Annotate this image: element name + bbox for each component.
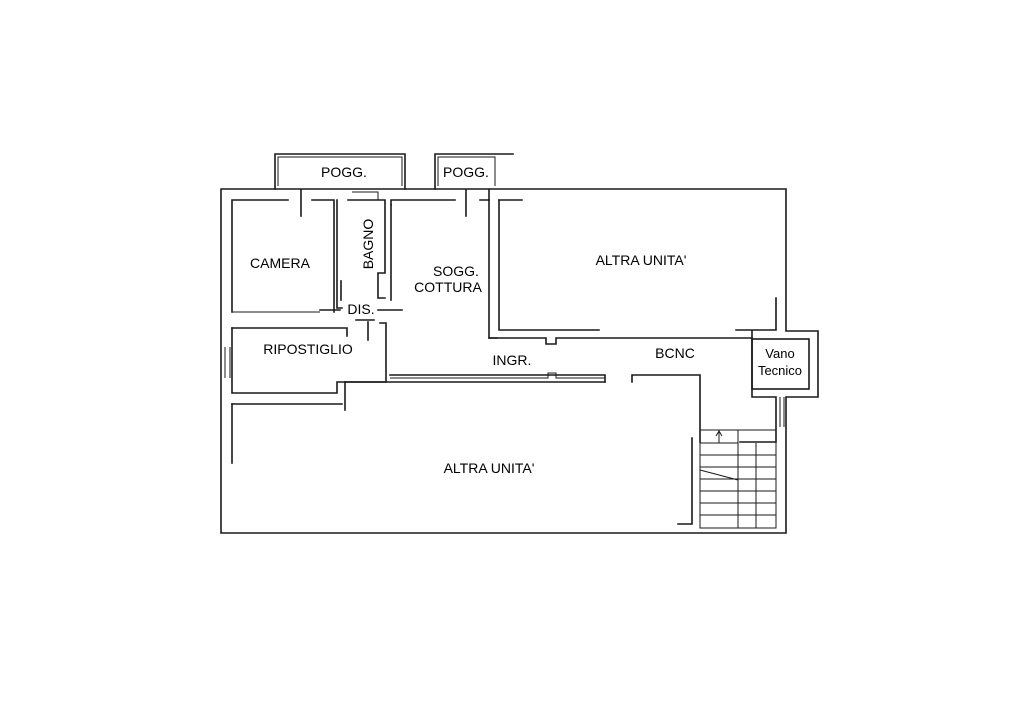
label-bagno: BAGNO [360,219,376,270]
vano-tecnico-box [751,338,810,390]
interior-walls [224,189,785,525]
staircase [699,429,777,529]
balcony-left [274,153,406,190]
label-sogg-line1: SOGG. [433,263,479,279]
label-sogg-line2: COTTURA [414,279,482,295]
label-vano-line1: Vano [765,346,794,361]
label-camera: CAMERA [250,255,311,271]
room-labels: POGG. POGG. CAMERA BAGNO SOGG. COTTURA D… [250,164,802,476]
label-bcnc: BCNC [655,345,695,361]
balcony-right [434,153,514,190]
label-ripostiglio: RIPOSTIGLIO [263,341,353,357]
label-pogg-right: POGG. [443,164,489,180]
label-altra-unita-top: ALTRA UNITA' [596,252,687,268]
label-ingr: INGR. [493,352,532,368]
label-dis: DIS. [347,301,374,317]
outer-walls [220,188,819,534]
label-altra-unita-bottom: ALTRA UNITA' [444,460,535,476]
label-vano-line2: Tecnico [758,363,802,378]
label-pogg-left: POGG. [321,164,367,180]
